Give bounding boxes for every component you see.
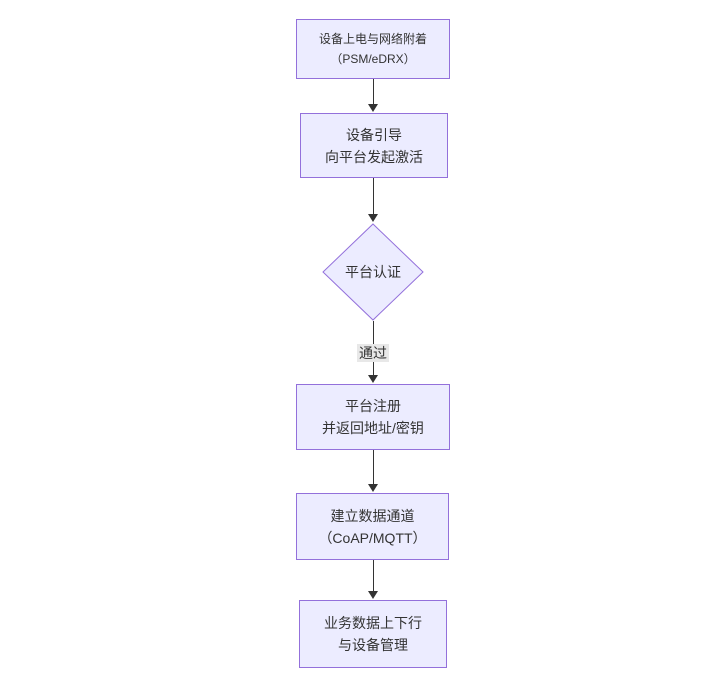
arrow-connector-5 <box>368 560 378 599</box>
arrow-connector-1 <box>368 79 378 112</box>
node-text-line: （CoAP/MQTT） <box>318 529 427 546</box>
arrow-line <box>372 79 374 104</box>
arrowhead <box>368 104 378 112</box>
diamond-shape <box>322 223 424 321</box>
node-business-data: 业务数据上下行 与设备管理 <box>299 600 447 668</box>
arrow-line <box>372 560 374 591</box>
node-text-line: 平台认证 <box>345 264 401 280</box>
arrow-line <box>372 450 374 484</box>
edge-label-pass: 通过 <box>357 344 389 362</box>
arrow-connector-4 <box>368 450 378 492</box>
node-platform-register: 平台注册 并返回地址/密钥 <box>296 384 450 450</box>
node-device-bootstrap: 设备引导 向平台发起激活 <box>300 113 448 178</box>
node-text-line: 并返回地址/密钥 <box>322 420 424 436</box>
node-text-line: （PSM/eDRX） <box>330 52 416 66</box>
node-text-line: 设备引导 <box>346 126 402 143</box>
node-text-line: 与设备管理 <box>338 637 408 653</box>
node-text-line: 业务数据上下行 <box>324 615 422 631</box>
arrow-connector-2 <box>368 178 378 222</box>
node-text-line: 向平台发起激活 <box>325 148 423 165</box>
arrowhead <box>368 375 378 383</box>
node-text-line: 建立数据通道 <box>330 507 415 524</box>
decision-platform-auth: 平台认证 <box>322 223 424 321</box>
arrow-line <box>372 178 374 214</box>
arrowhead <box>368 591 378 599</box>
arrowhead <box>368 484 378 492</box>
node-text-line: 平台注册 <box>345 398 401 414</box>
node-text-line: 设备上电与网络附着 <box>318 32 427 46</box>
node-data-channel: 建立数据通道 （CoAP/MQTT） <box>296 493 449 560</box>
node-power-network-attach: 设备上电与网络附着 （PSM/eDRX） <box>296 19 450 79</box>
arrowhead <box>368 214 378 222</box>
